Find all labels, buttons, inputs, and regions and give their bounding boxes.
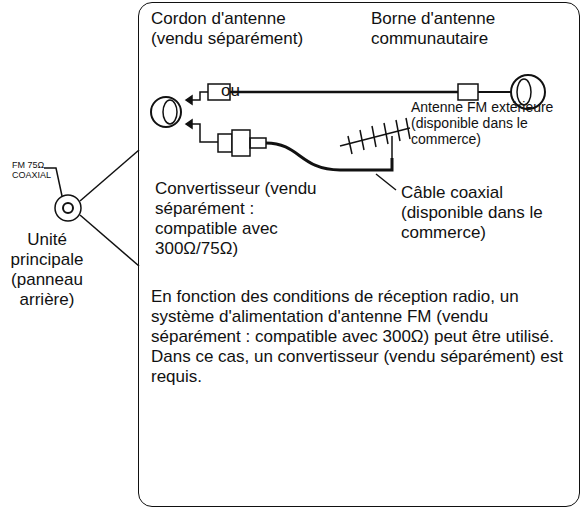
leader-line <box>44 168 62 196</box>
antenna-label: Antenne FM extérieure (disponible dans l… <box>411 99 571 147</box>
jack-label: FM 75Ω COAXIAL <box>12 160 46 180</box>
cord-label: Cordon d'antenne (vendu séparément) <box>151 9 341 49</box>
note-text: En fonction des conditions de réception … <box>151 287 571 387</box>
converter-label: Convertisseur (vendu séparément : compat… <box>155 179 330 259</box>
antenna-cord <box>230 91 458 94</box>
fm-antenna <box>340 118 410 158</box>
or-label: ou <box>221 81 251 101</box>
socket-label: Borne d'antenne communautaire <box>371 9 571 49</box>
antenna-jack <box>55 195 81 221</box>
converter <box>218 134 232 152</box>
f-plug <box>151 97 181 127</box>
panel-box: Cordon d'antenne (vendu séparément) Borne… <box>138 2 580 507</box>
coax-label: Câble coaxial (disponible dans le commer… <box>401 183 551 243</box>
coaxial-cable <box>266 143 392 170</box>
unit-label: Unité principale (panneau arrière) <box>2 230 92 310</box>
